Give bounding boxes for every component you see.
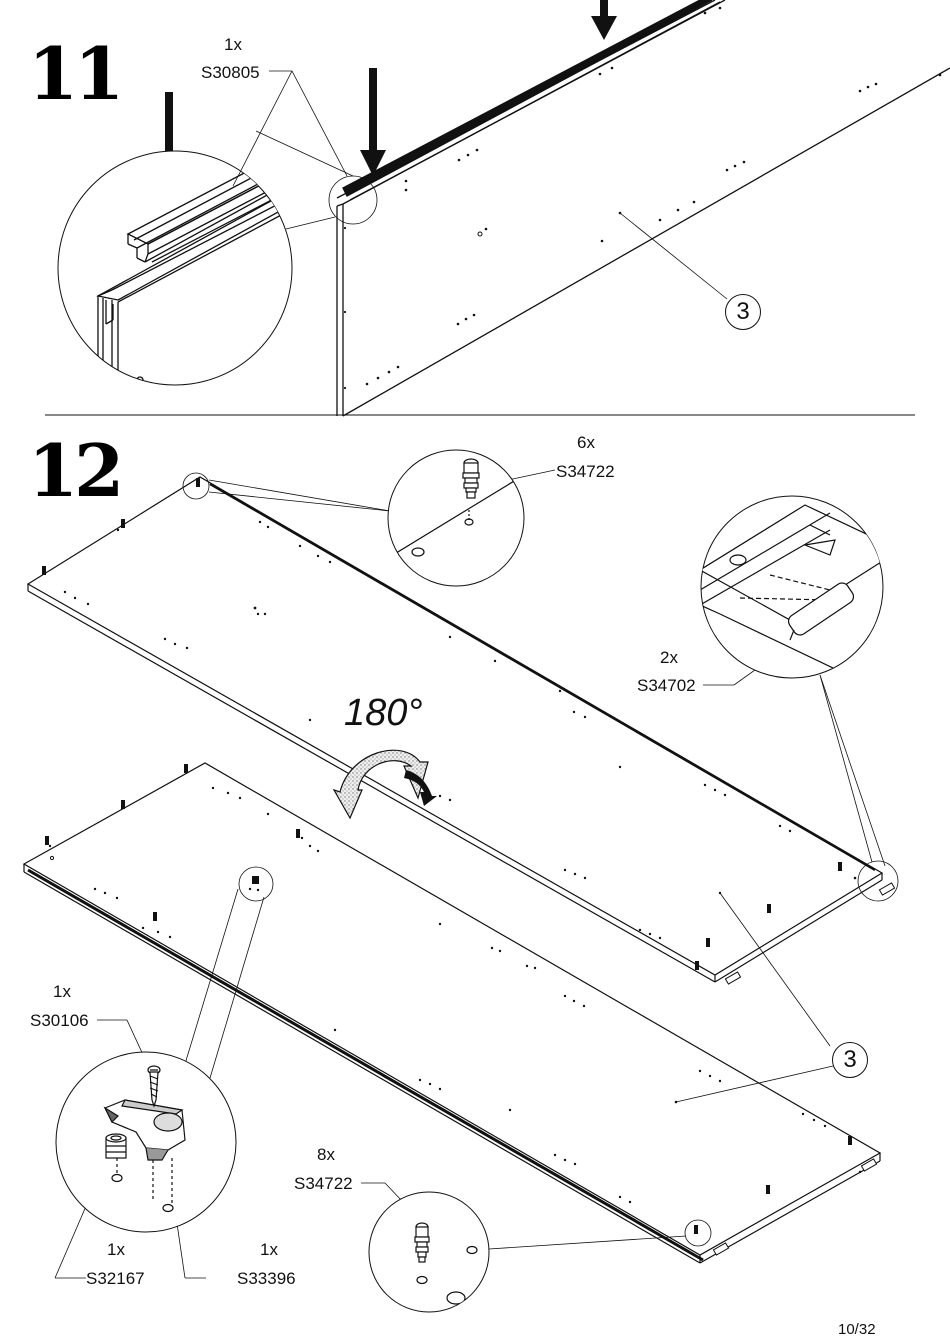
step11-holes [343,6,942,390]
step12-bubble-cam-screw-bottom [368,1191,490,1313]
step12-part-c-qty: 1x [260,1240,278,1259]
step12-top-part-code: S34722 [556,462,615,481]
step12-bottom-screws [45,764,852,1234]
step12-part-c-code: S33396 [237,1269,296,1288]
step12-part-b-code: S32167 [86,1269,145,1288]
step12-top-screws [42,478,842,970]
step-number-12: 12 [28,428,124,513]
step-number-11: 11 [28,31,124,116]
step11-panel [336,0,950,417]
step12-part-a-code: S30106 [30,1011,89,1030]
step12-top-dowels [724,882,896,985]
step12-bottom-part-qty: 8x [317,1145,335,1164]
step12-top-part-qty: 6x [577,433,595,452]
rotation-label: 180° [344,692,423,734]
step12-bubble-dowel [700,495,884,679]
step12-bottom-dowels [712,1158,878,1256]
step11-detail-bubble [57,150,293,386]
step12-top-marker-left [182,472,210,500]
page-number: 10/32 [838,1321,876,1338]
step12-top-panel-holes [63,520,857,940]
rotate-arrow-icon [332,749,437,820]
down-arrow-icon [591,0,617,40]
step12-bottom-marker-screw [684,1219,712,1247]
step11-panel-callout: 3 [725,294,761,330]
step12-right-part-code: S34702 [637,676,696,695]
step12-bottom-part-code: S34722 [294,1174,353,1193]
step12-part-a-qty: 1x [53,982,71,1001]
step12-top-marker-right [857,860,899,902]
step11-callout-leader [619,212,728,300]
step12-right-part-qty: 2x [660,648,678,667]
step11-part-code: S30805 [201,63,260,82]
step12-part-b-qty: 1x [107,1240,125,1259]
step12-top-panel [26,476,884,983]
step11-part-qty: 1x [224,35,242,54]
down-arrow-icon [360,68,386,176]
step12-bubble-cam-screw-top [387,449,525,587]
step12-panel-callout: 3 [832,1042,868,1078]
step12-bubble-bracket [55,1051,237,1233]
step12-bottom-marker-bracket [238,866,274,902]
step12-bottom-panel [22,762,882,1264]
